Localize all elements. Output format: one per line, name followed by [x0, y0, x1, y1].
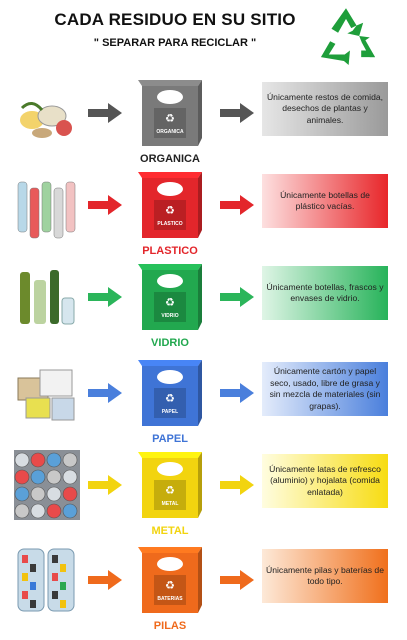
- arrow-right-icon: [88, 287, 122, 307]
- waste-category-row-papel: ♻ PAPEL PAPEL Únicamente cartón y papel …: [0, 358, 407, 453]
- recycling-bin-vidrio-icon: ♻ VIDRIO: [138, 264, 202, 330]
- arrow-right-icon: [220, 287, 254, 307]
- category-description-metal: Únicamente latas de refresco (aluminio) …: [262, 454, 388, 508]
- plastic-bottles-icon: [17, 181, 76, 239]
- metal-cans-icon: [14, 450, 80, 520]
- recycle-logo-icon: [320, 8, 376, 66]
- category-description-vidrio: Únicamente botellas, frascos y envases d…: [262, 266, 388, 320]
- arrow-right-icon: [88, 570, 122, 590]
- category-label-pilas: PILAS: [153, 620, 187, 632]
- svg-text:♻: ♻: [165, 296, 175, 309]
- category-label-plastico: PLASTICO: [142, 245, 198, 257]
- arrow-right-icon: [220, 383, 254, 403]
- category-label-organica: ORGANICA: [140, 153, 200, 165]
- glass-bottles-icon: [20, 270, 75, 325]
- category-description-papel: Únicamente cartón y papel seco, usado, l…: [262, 362, 388, 416]
- svg-text:♻: ♻: [165, 392, 175, 405]
- category-description-organica: Únicamente restos de comida, desechos de…: [262, 82, 388, 136]
- arrow-right-icon: [88, 475, 122, 495]
- batteries-icon: [17, 548, 75, 612]
- recycling-bin-papel-icon: ♻ PAPEL: [138, 360, 202, 426]
- arrow-right-icon: [88, 195, 122, 215]
- arrow-right-icon: [220, 103, 254, 123]
- svg-text:♻: ♻: [165, 579, 175, 592]
- waste-category-row-pilas: ♻ BATERIAS PILAS Únicamente pilas y bate…: [0, 545, 407, 640]
- category-label-papel: PAPEL: [152, 433, 188, 445]
- bin-text: PAPEL: [162, 409, 178, 415]
- category-label-metal: METAL: [151, 525, 189, 537]
- food-waste-icon: [20, 102, 72, 138]
- svg-text:♻: ♻: [165, 204, 175, 217]
- svg-text:♻: ♻: [165, 484, 175, 497]
- recycling-bin-plastico-icon: ♻ PLASTICO: [138, 172, 202, 238]
- category-label-vidrio: VIDRIO: [151, 337, 189, 349]
- page-title: CADA RESIDUO EN SU SITIO: [54, 10, 296, 29]
- recycling-bin-pilas-icon: ♻ BATERIAS: [138, 547, 202, 613]
- svg-text:♻: ♻: [165, 112, 175, 125]
- arrow-right-icon: [220, 195, 254, 215]
- recycling-bin-organica-icon: ♻ ORGANICA: [138, 80, 202, 146]
- waste-category-row-vidrio: ♻ VIDRIO VIDRIO Únicamente botellas, fra…: [0, 262, 407, 357]
- arrow-right-icon: [220, 475, 254, 495]
- category-description-pilas: Únicamente pilas y baterías de todo tipo…: [262, 549, 388, 603]
- waste-category-row-metal: ♻ METAL METAL Únicamente latas de refres…: [0, 450, 407, 545]
- waste-category-row-organica: ♻ ORGANICA ORGANICA Únicamente restos de…: [0, 78, 407, 173]
- recycling-bin-metal-icon: ♻ METAL: [138, 452, 202, 518]
- bin-text: ORGANICA: [156, 129, 184, 135]
- category-description-plastico: Únicamente botellas de plástico vacías.: [262, 174, 388, 228]
- bin-text: VIDRIO: [161, 313, 178, 319]
- arrow-right-icon: [88, 383, 122, 403]
- bin-text: PLASTICO: [157, 221, 182, 227]
- arrow-right-icon: [88, 103, 122, 123]
- page-subtitle: " SEPARAR PARA RECICLAR ": [93, 37, 257, 49]
- bin-text: BATERIAS: [157, 596, 183, 602]
- paper-cardboard-icon: [17, 369, 75, 421]
- waste-category-row-plastico: ♻ PLASTICO PLASTICO Únicamente botellas …: [0, 170, 407, 265]
- bin-text: METAL: [162, 501, 179, 507]
- arrow-right-icon: [220, 570, 254, 590]
